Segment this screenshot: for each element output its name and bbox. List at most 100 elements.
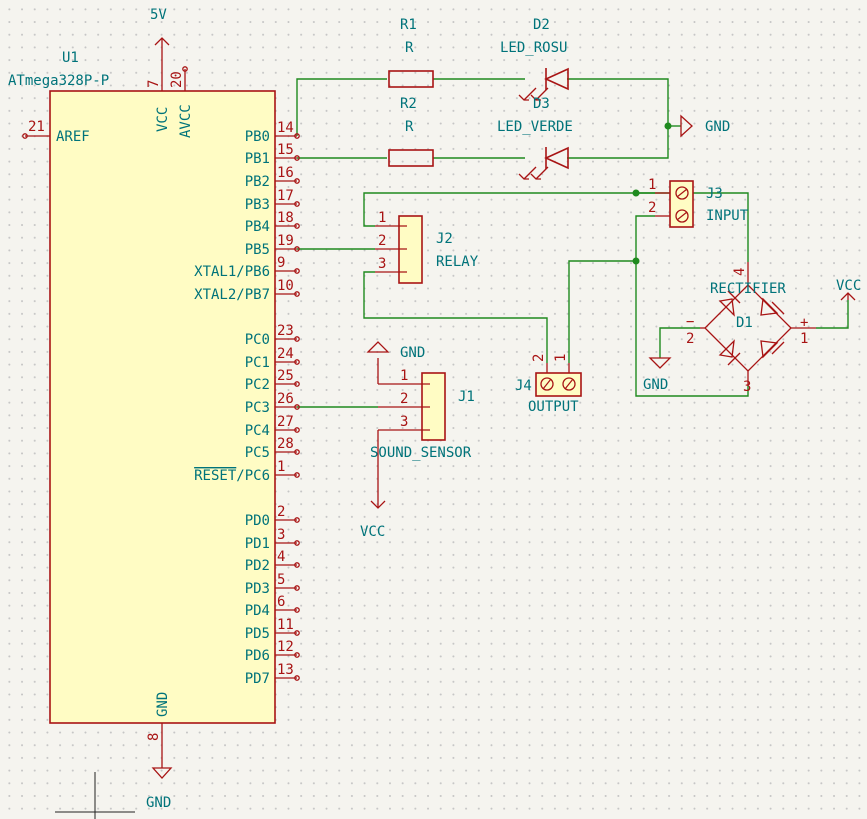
u1-pin-number: 9 xyxy=(277,255,285,271)
u1-pin-number: 11 xyxy=(277,617,294,633)
u1-pin-name: XTAL1/PB6 xyxy=(194,264,270,280)
wire-j4p1-net xyxy=(568,260,636,363)
wire-j3p2-d1 xyxy=(635,215,749,397)
d1-pin-num: 2 xyxy=(686,331,694,347)
u1-pin-endpoint xyxy=(294,472,300,478)
led-d2: D2 LED_ROSU xyxy=(500,17,569,101)
power-gnd-label: GND xyxy=(705,119,730,135)
u1-pin-gnd-num: 8 xyxy=(146,733,162,741)
j2-pin-num: 3 xyxy=(378,256,386,272)
u1-pin-number: 17 xyxy=(277,188,294,204)
u1-pin-name: PC2 xyxy=(245,377,270,393)
j1-pin-num: 1 xyxy=(400,368,408,384)
u1-pin-endpoint xyxy=(294,562,300,568)
u1-pin-endpoint xyxy=(294,336,300,342)
led-d3: D3 LED_VERDE xyxy=(497,96,573,180)
connector-j3: 1 2 J3 INPUT xyxy=(648,177,749,228)
j1-pin-num: 3 xyxy=(400,414,408,430)
wire-pb0-r1 xyxy=(296,78,387,136)
u1-pin-number: 28 xyxy=(277,436,294,452)
u1-pin-number: 18 xyxy=(277,210,294,226)
u1-pin-gnd-name: GND xyxy=(155,692,171,717)
u1-pin-name: PD7 xyxy=(245,671,270,687)
j3-pin-num: 2 xyxy=(648,200,656,216)
u1-pin-endpoint xyxy=(294,540,300,546)
connector-j2: 1 2 3 J2 RELAY xyxy=(375,210,479,284)
u1-pin-number: 1 xyxy=(277,459,285,475)
d2-ref: D2 xyxy=(533,17,550,33)
power-5v-label: 5V xyxy=(150,7,167,23)
power-vcc-label: VCC xyxy=(836,278,861,294)
d1-pin-num: 4 xyxy=(732,268,748,276)
u1-pin-name: PB1 xyxy=(245,151,270,167)
u1-pin-endpoint xyxy=(294,133,300,139)
j3-ref: J3 xyxy=(706,186,723,202)
u1-pin-name: RESET/PC6 xyxy=(194,468,270,484)
power-gnd-u1: GND xyxy=(146,748,173,811)
u1-pin-name: PD5 xyxy=(245,626,270,642)
resistor-r2: R2 R xyxy=(388,96,434,167)
u1-pin-endpoint xyxy=(294,178,300,184)
u1-pin-name: PD0 xyxy=(245,513,270,529)
u1-pin-endpoint xyxy=(294,223,300,229)
power-gnd-j1: GND xyxy=(366,341,425,384)
u1-pin-endpoint xyxy=(22,133,28,139)
j4-value: OUTPUT xyxy=(528,399,579,415)
u1-pin-endpoint xyxy=(294,201,300,207)
r1-value: R xyxy=(405,40,414,56)
u1-pin-name: PB0 xyxy=(245,129,270,145)
u1-pin-endpoint xyxy=(294,155,300,161)
power-vcc-d1: VCC xyxy=(836,278,861,301)
bridge-rectifier-d1: 4 3 2 1 − + D1 RECTIFIER xyxy=(686,262,816,395)
d1-minus-label: − xyxy=(686,314,694,330)
u1-pin-number: 15 xyxy=(277,142,294,158)
u1-pin-number: 26 xyxy=(277,391,294,407)
wire-d2-gnd xyxy=(567,78,669,159)
power-gnd-d1: GND xyxy=(643,357,672,393)
d1-pin-num: 1 xyxy=(800,331,808,347)
d3-ref: D3 xyxy=(533,96,550,112)
u1-pin-endpoint xyxy=(294,675,300,681)
u1-pin-name: XTAL2/PB7 xyxy=(194,287,270,303)
u1-pin-endpoint xyxy=(294,449,300,455)
u1-pin-endpoint xyxy=(294,630,300,636)
u1-pin-vcc-num: 7 xyxy=(146,80,162,88)
d1-ref: D1 xyxy=(736,315,753,331)
j2-pin-num: 2 xyxy=(378,233,386,249)
u1-pin-vcc-name: VCC xyxy=(155,107,171,132)
u1-right-pins: 14PB015PB116PB217PB318PB419PB59XTAL1/PB6… xyxy=(194,120,300,687)
u1-pin-name: PC3 xyxy=(245,400,270,416)
j2-value: RELAY xyxy=(436,254,479,270)
u1-pin-name: PC1 xyxy=(245,355,270,371)
u1-pin-number: 6 xyxy=(277,594,285,610)
d1-value: RECTIFIER xyxy=(710,281,786,297)
connector-j4: 2 1 J4 OUTPUT xyxy=(515,354,582,415)
r2-ref: R2 xyxy=(400,96,417,112)
u1-pin-name: PB2 xyxy=(245,174,270,190)
j4-ref: J4 xyxy=(515,378,532,394)
u1-pin-number: 16 xyxy=(277,165,294,181)
u1-pin-name: PD4 xyxy=(245,603,270,619)
u1-pin-number: 12 xyxy=(277,639,294,655)
u1-pin-endpoint xyxy=(294,427,300,433)
j4-pin-num: 1 xyxy=(553,354,569,362)
u1-pin-name: PD1 xyxy=(245,536,270,552)
u1-pin-name: PD6 xyxy=(245,648,270,664)
u1-pin-aref-num: 21 xyxy=(28,119,45,135)
junction-dot xyxy=(632,257,640,265)
u1-pin-number: 24 xyxy=(277,346,294,362)
d1-plus-label: + xyxy=(800,315,808,331)
power-vcc-j1: VCC xyxy=(360,430,386,540)
u1-ref: U1 xyxy=(62,50,79,66)
cursor-crosshair-icon xyxy=(55,772,135,819)
wire-d1-gnd xyxy=(659,327,700,358)
j1-value: SOUND_SENSOR xyxy=(370,445,472,461)
wires xyxy=(296,78,849,408)
u1-pin-name: PC5 xyxy=(245,445,270,461)
u1-body xyxy=(49,90,276,724)
u1-pin-endpoint xyxy=(294,381,300,387)
power-gnd-label: GND xyxy=(146,795,171,811)
u1-pin-number: 10 xyxy=(277,278,294,294)
junction-dot xyxy=(664,122,672,130)
